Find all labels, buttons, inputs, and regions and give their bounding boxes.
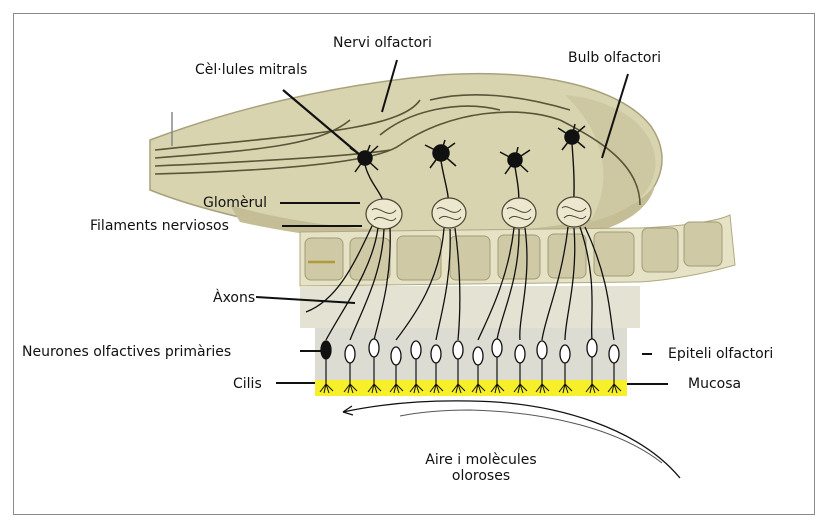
label-neurones-olfactives: Neurones olfactives primàries xyxy=(22,344,231,360)
label-mucosa: Mucosa xyxy=(688,376,741,392)
label-cilis: Cilis xyxy=(233,376,262,392)
label-glomerul: Glomèrul xyxy=(203,195,267,211)
label-epiteli-olfactori: Epiteli olfactori xyxy=(668,346,773,362)
label-filaments-nerviosos: Filaments nerviosos xyxy=(90,218,229,234)
label-aire-line2: oloroses xyxy=(396,468,566,484)
label-aire-molecules: Aire i molècules oloroses xyxy=(396,452,566,484)
lamina-propria xyxy=(300,286,640,328)
epithelium-layer xyxy=(315,328,627,380)
label-bulb-olfactori: Bulb olfactori xyxy=(568,50,661,66)
label-nervi-olfactori: Nervi olfactori xyxy=(333,35,432,51)
label-cellules-mitrals: Cèl·lules mitrals xyxy=(195,62,307,78)
mucus-layer xyxy=(315,380,627,396)
label-aire-line1: Aire i molècules xyxy=(396,452,566,468)
label-axons: Àxons xyxy=(213,290,255,306)
